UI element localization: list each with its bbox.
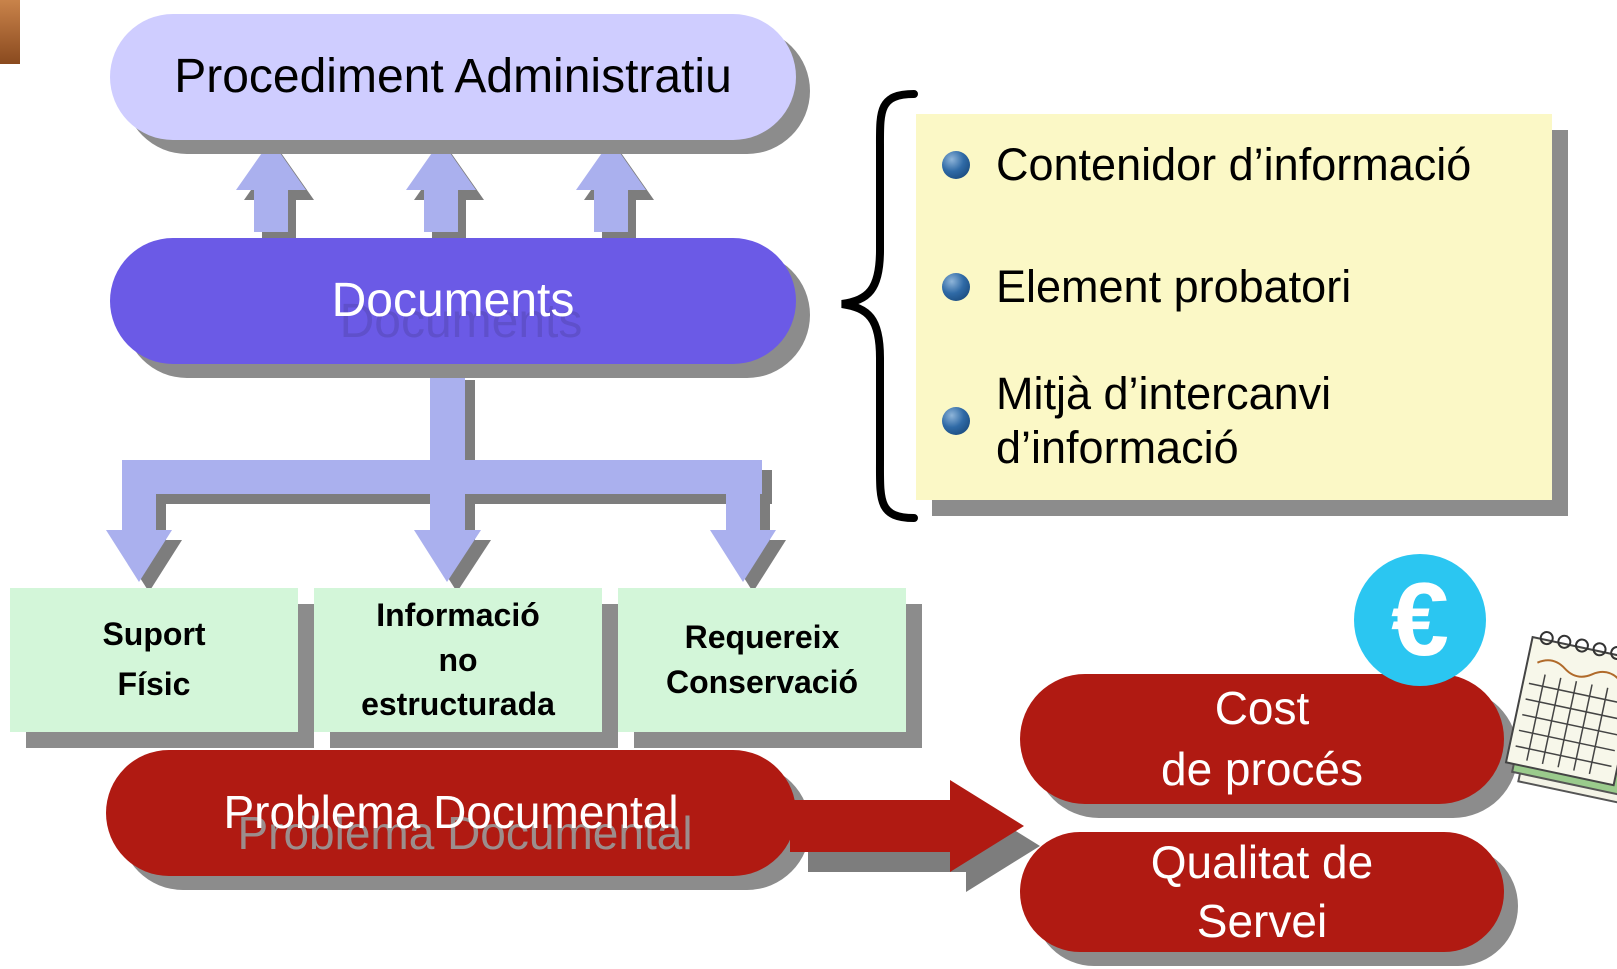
documents-pill xyxy=(110,238,810,378)
attribute-item-3: Mitjà d’intercanvi d’informació xyxy=(942,362,1331,480)
corner-decoration xyxy=(0,0,20,64)
characteristic-label-requereix: Requereix Conservació xyxy=(665,619,859,700)
bullet-icon xyxy=(942,273,970,301)
up-arrow-1 xyxy=(236,140,314,238)
characteristic-boxes xyxy=(10,588,922,748)
attribute-item-2: Element probatori xyxy=(942,252,1351,322)
bullet-icon xyxy=(942,407,970,435)
up-arrow-3 xyxy=(576,140,654,238)
characteristic-label-suport: Suport Físic xyxy=(102,616,206,702)
down-arrow-2 xyxy=(414,530,481,582)
stem-arrow xyxy=(430,370,465,470)
up-arrows xyxy=(236,140,654,238)
up-arrow-2 xyxy=(406,140,484,238)
cost-label: Cost de procés xyxy=(1160,682,1363,795)
box-suport-fisic xyxy=(10,588,298,732)
euro-symbol: € xyxy=(1391,561,1449,678)
box-requereix xyxy=(618,588,906,732)
attribute-label-3: Mitjà d’intercanvi d’informació xyxy=(996,368,1332,473)
characteristic-label-informacio: Informació no estructurada xyxy=(361,596,555,723)
box-informacio xyxy=(314,588,602,732)
consequence-pills xyxy=(1020,674,1518,966)
cost-pill xyxy=(1020,674,1504,804)
quality-pill xyxy=(1020,832,1504,952)
attributes-box xyxy=(916,114,1568,516)
problem-pill xyxy=(106,750,810,890)
problem-label: Problema Documental xyxy=(223,786,679,839)
curly-brace xyxy=(841,90,918,522)
quality-label: Qualitat de Servei xyxy=(1150,836,1374,947)
documents-label: Documents xyxy=(331,274,575,328)
bullet-icon xyxy=(942,151,970,179)
attribute-label-2: Element probatori xyxy=(996,261,1352,312)
procediment-administratiu-label: Procediment Administratiu xyxy=(174,50,732,104)
documents-ghost-text: Documents xyxy=(339,294,583,348)
euro-badge-icon xyxy=(1354,554,1486,686)
right-arrow xyxy=(790,780,1040,892)
calendar-icon xyxy=(1504,631,1617,806)
branch-arrows xyxy=(106,370,786,592)
problem-ghost-text: Problema Documental xyxy=(237,807,693,859)
top-pill xyxy=(110,14,810,154)
down-arrow-1 xyxy=(106,530,172,582)
attribute-label-1: Contenidor d’informació xyxy=(996,139,1472,190)
down-arrow-3 xyxy=(710,530,776,582)
attribute-item-1: Contenidor d’informació xyxy=(942,130,1471,200)
